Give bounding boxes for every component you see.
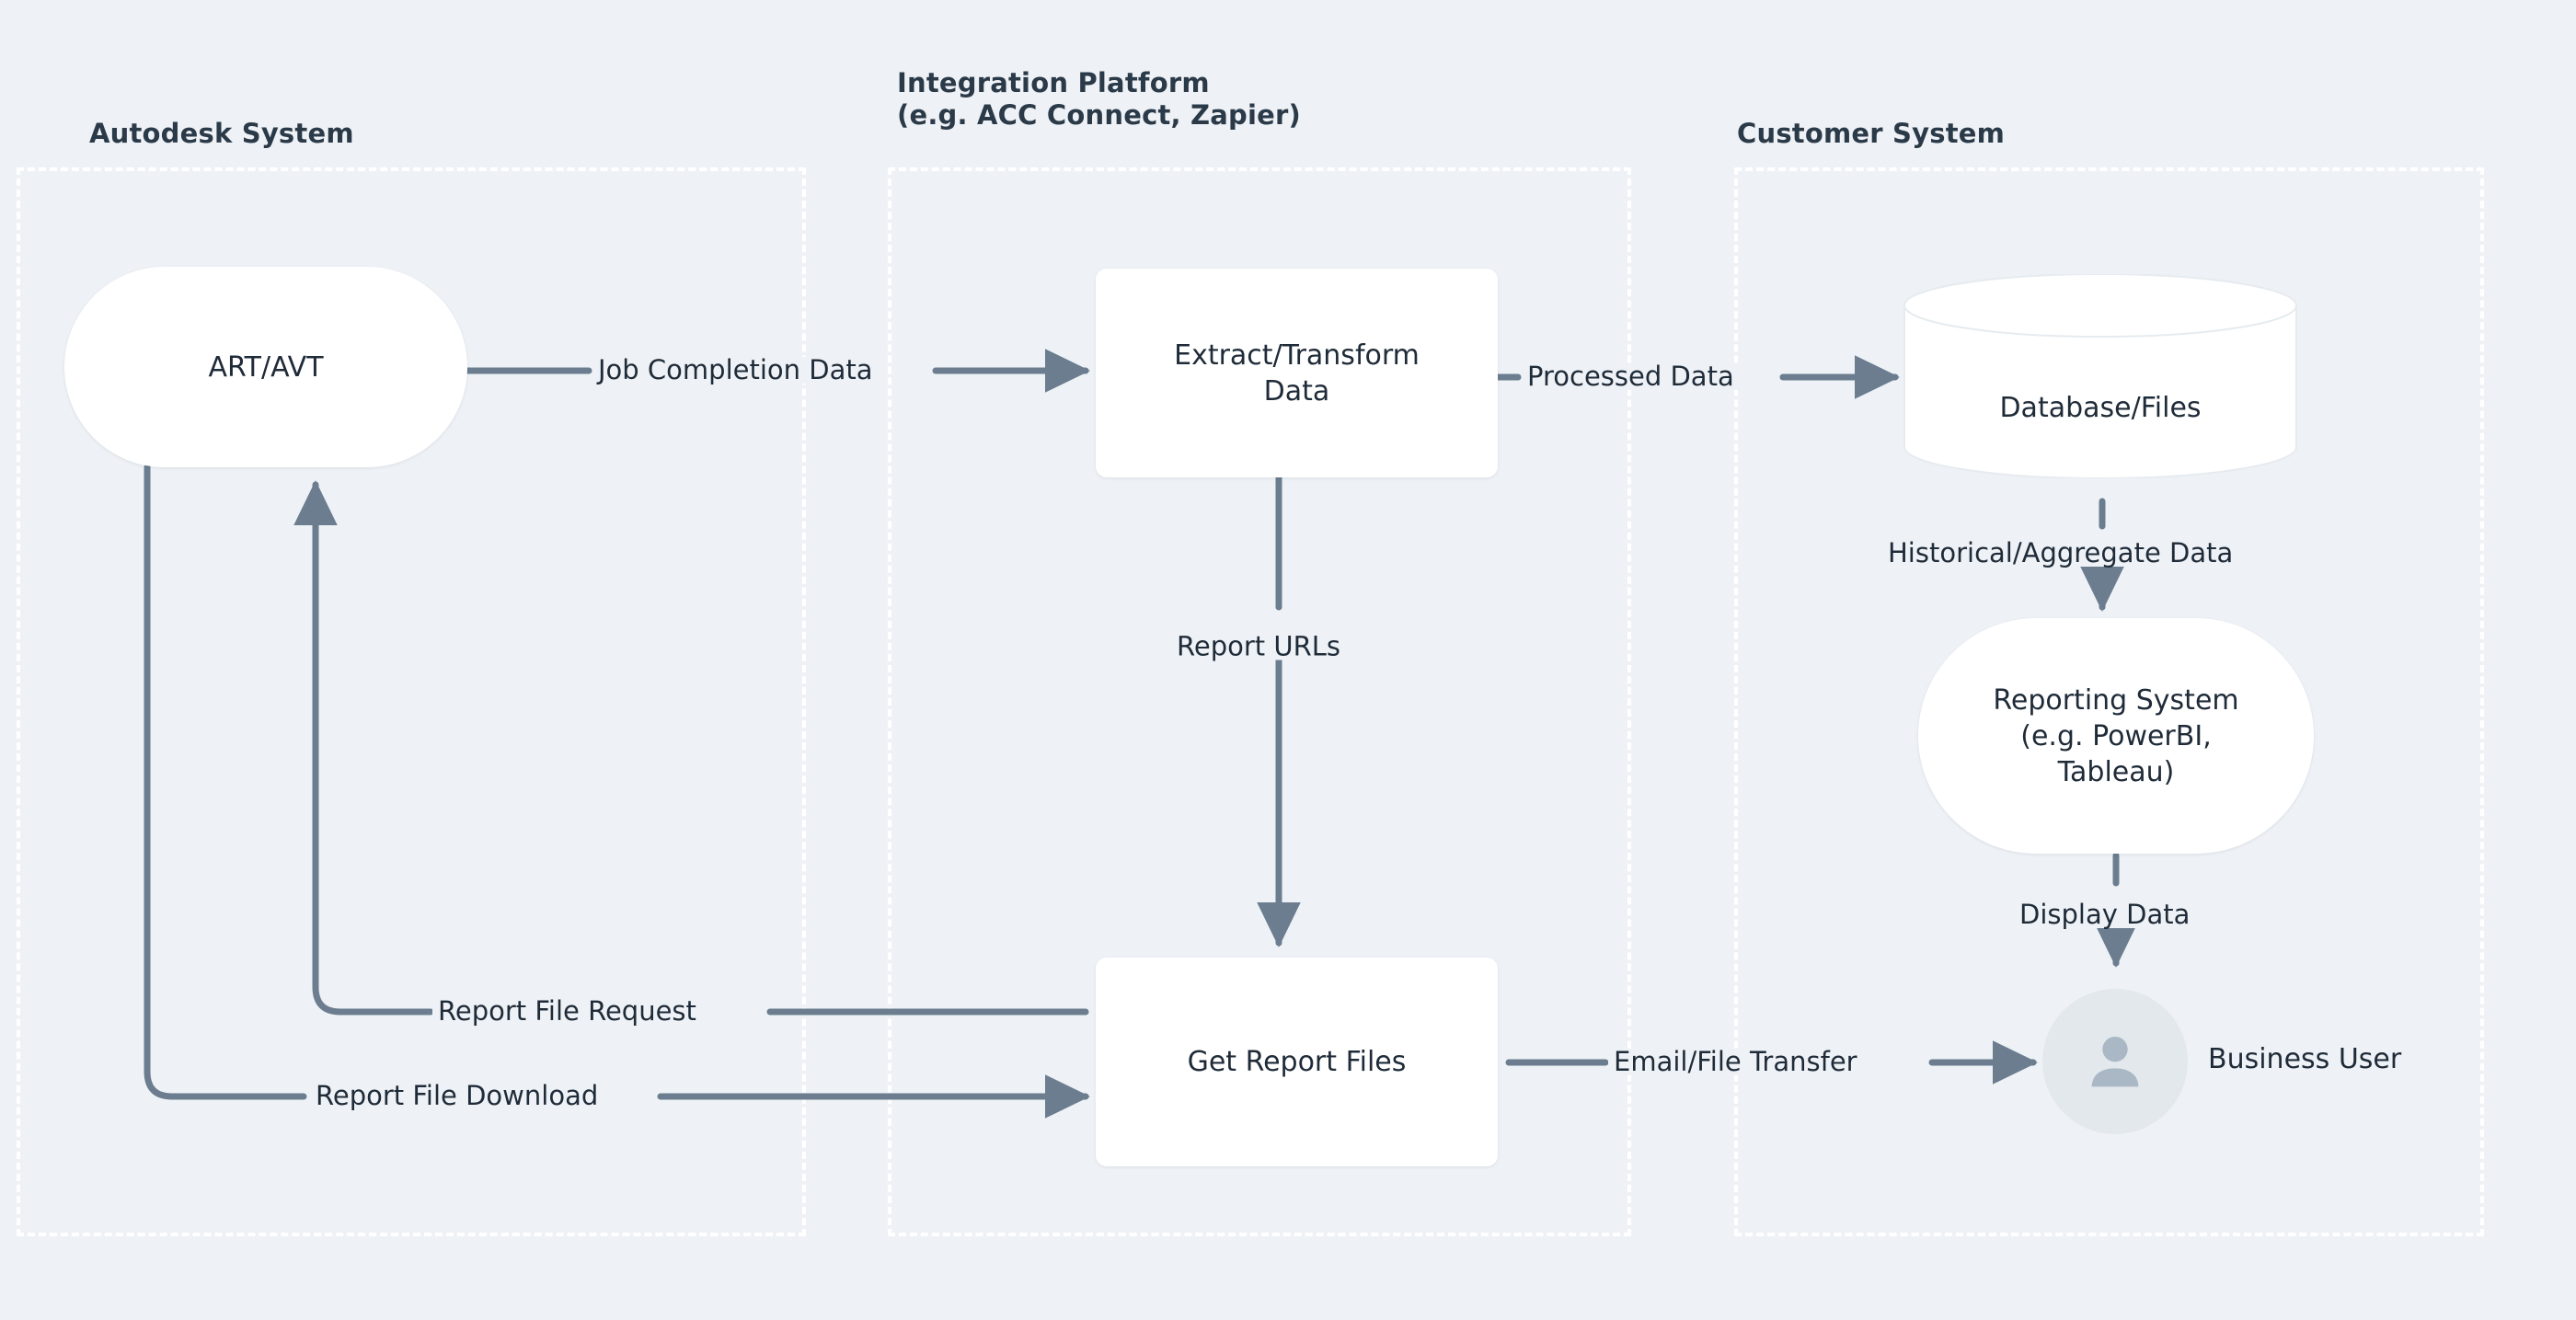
node-art-avt-label: ART/AVT	[208, 350, 324, 384]
zone-autodesk-system	[17, 167, 806, 1236]
zone-integration-platform-title: Integration Platform (e.g. ACC Connect, …	[897, 67, 1301, 132]
zone-customer-system	[1734, 167, 2484, 1236]
edge-label-historical-aggregate: Historical/Aggregate Data	[1882, 540, 2239, 567]
edge-label-display-data: Display Data	[2014, 901, 2196, 928]
edge-label-processed-data: Processed Data	[1522, 363, 1740, 390]
node-business-user[interactable]	[2042, 989, 2188, 1134]
edge-label-report-download: Report File Download	[310, 1083, 604, 1109]
zone-autodesk-system-title: Autodesk System	[89, 118, 354, 149]
zone-integration-platform	[888, 167, 1631, 1236]
edge-label-report-request: Report File Request	[432, 998, 702, 1025]
node-art-avt[interactable]: ART/AVT	[64, 267, 467, 467]
node-extract-transform-data[interactable]: Extract/Transform Data	[1096, 269, 1498, 477]
edge-label-report-urls: Report URLs	[1171, 633, 1346, 660]
node-reporting-system-label: Reporting System (e.g. PowerBI, Tableau)	[1993, 683, 2239, 788]
node-reporting-system[interactable]: Reporting System (e.g. PowerBI, Tableau)	[1918, 618, 2314, 854]
edge-report-download-seg-a	[144, 464, 307, 1100]
node-database-files[interactable]: Database/Files	[1903, 273, 2298, 479]
edge-label-job-completion: Job Completion Data	[592, 357, 879, 384]
zone-customer-system-title: Customer System	[1737, 118, 2006, 149]
node-get-report-files[interactable]: Get Report Files	[1096, 958, 1498, 1166]
node-business-user-label: Business User	[2208, 1043, 2402, 1075]
person-icon	[2091, 1037, 2139, 1087]
node-get-report-files-label: Get Report Files	[1187, 1046, 1407, 1078]
edge-report-request-seg-b	[293, 480, 434, 1016]
edge-label-email-transfer: Email/File Transfer	[1608, 1049, 1863, 1075]
node-extract-transform-data-label: Extract/Transform Data	[1174, 339, 1420, 407]
database-cylinder-icon	[1903, 273, 2297, 479]
